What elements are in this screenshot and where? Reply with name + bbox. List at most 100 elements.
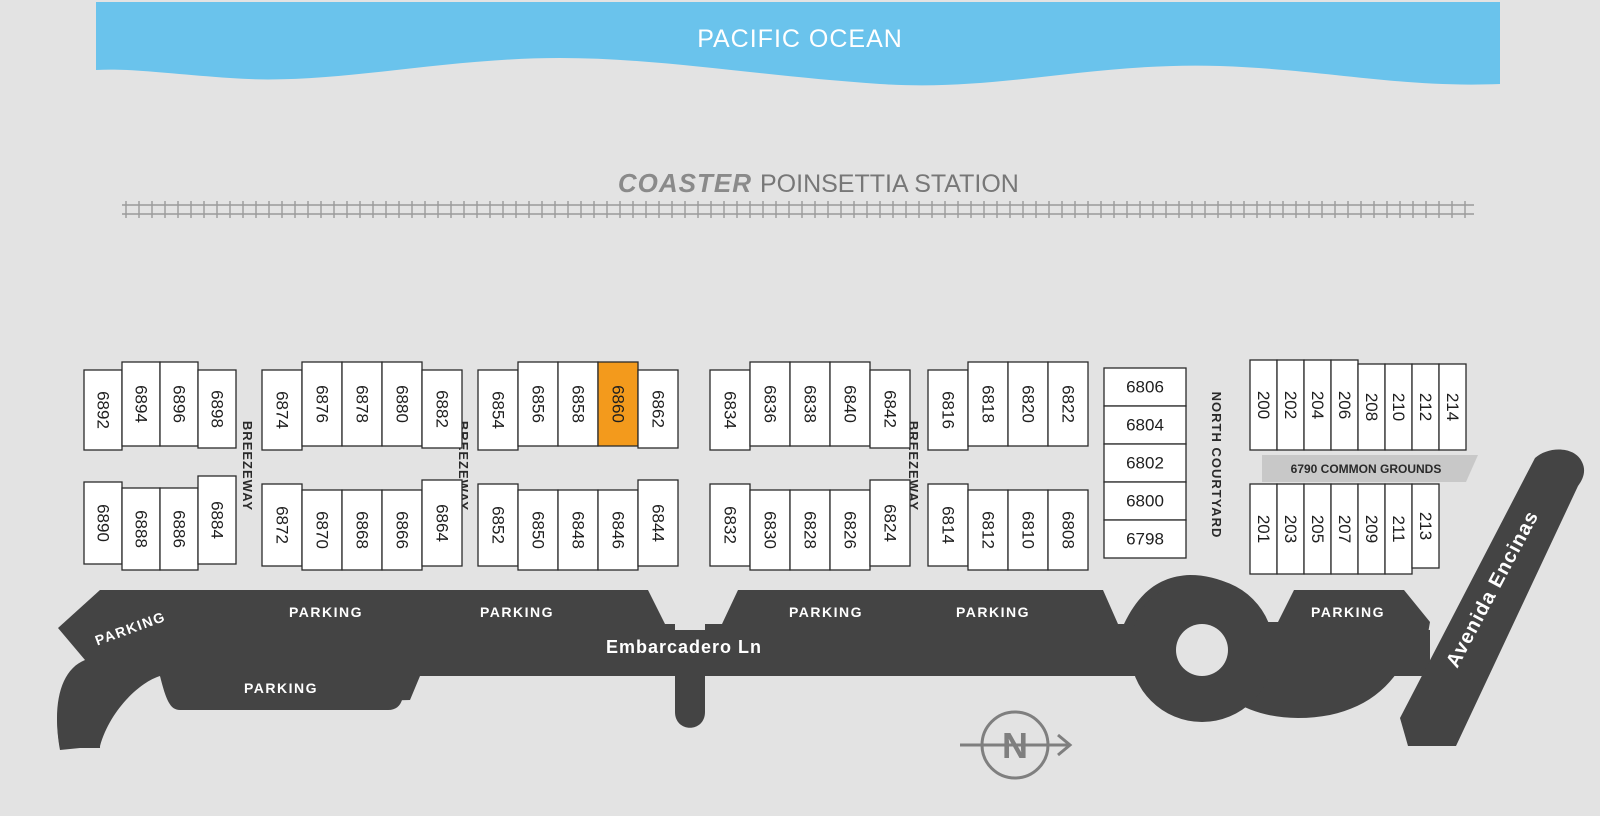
unit[interactable]: 211 <box>1384 483 1413 575</box>
unit-number: 6808 <box>1059 511 1078 549</box>
unit[interactable]: 208 <box>1357 363 1386 451</box>
unit[interactable]: 6832 <box>709 483 751 567</box>
unit[interactable]: 6814 <box>927 483 969 567</box>
unit[interactable]: 6826 <box>829 489 871 571</box>
unit[interactable]: 6886 <box>159 487 199 571</box>
unit-selected[interactable]: 6860 <box>597 361 639 447</box>
unit-number: 6884 <box>208 501 227 539</box>
unit-number: 200 <box>1254 391 1273 419</box>
unit[interactable]: 6880 <box>381 361 423 447</box>
unit[interactable]: 6822 <box>1047 361 1089 447</box>
unit[interactable]: 6810 <box>1007 489 1049 571</box>
unit-number: 204 <box>1308 391 1327 419</box>
unit[interactable]: 6842 <box>869 369 911 449</box>
unit[interactable]: 6806 <box>1103 367 1187 407</box>
unit[interactable]: 6828 <box>789 489 831 571</box>
unit[interactable]: 6898 <box>197 369 237 449</box>
unit[interactable]: 6850 <box>517 489 559 571</box>
unit[interactable]: 203 <box>1276 483 1305 575</box>
unit[interactable]: 6844 <box>637 479 679 567</box>
unit-shape <box>709 483 751 567</box>
parking-label: PARKING <box>956 604 1030 620</box>
unit[interactable]: 6876 <box>301 361 343 447</box>
unit[interactable]: 213 <box>1411 483 1440 569</box>
unit[interactable]: 214 <box>1438 363 1467 451</box>
unit[interactable]: 6804 <box>1103 405 1187 445</box>
unit[interactable]: 6870 <box>301 489 343 571</box>
unit-shape <box>967 361 1009 447</box>
coaster-logo-text: COASTER <box>618 168 752 198</box>
unit[interactable]: 6882 <box>421 369 463 449</box>
unit-shape <box>83 481 123 565</box>
unit[interactable]: 212 <box>1411 363 1440 451</box>
unit[interactable]: 6862 <box>637 369 679 449</box>
unit[interactable]: 6896 <box>159 361 199 447</box>
unit[interactable]: 6818 <box>967 361 1009 447</box>
unit[interactable]: 6812 <box>967 489 1009 571</box>
unit[interactable]: 6892 <box>83 369 123 451</box>
unit[interactable]: 6802 <box>1103 443 1187 483</box>
unit[interactable]: 200 <box>1249 359 1278 451</box>
north-label: N <box>1002 725 1028 766</box>
unit-shape <box>1103 519 1187 559</box>
unit[interactable]: 205 <box>1303 483 1332 575</box>
unit[interactable]: 210 <box>1384 363 1413 451</box>
unit-number: 6880 <box>393 385 412 423</box>
unit[interactable]: 6840 <box>829 361 871 447</box>
unit[interactable]: 202 <box>1276 359 1305 451</box>
unit-number: 6862 <box>649 390 668 428</box>
unit[interactable]: 6878 <box>341 361 383 447</box>
unit[interactable]: 207 <box>1330 483 1359 575</box>
unit-number: 6886 <box>170 510 189 548</box>
lower-parking-lot <box>160 676 410 710</box>
common-grounds-area <box>1262 455 1478 482</box>
unit-number: 202 <box>1281 391 1300 419</box>
unit[interactable]: 6808 <box>1047 489 1089 571</box>
unit[interactable]: 6856 <box>517 361 559 447</box>
unit-number: 6826 <box>841 511 860 549</box>
unit[interactable]: 6888 <box>121 487 161 571</box>
common-grounds-label: 6790 COMMON GROUNDS <box>1291 462 1442 476</box>
unit[interactable]: 204 <box>1303 359 1332 451</box>
unit[interactable]: 6858 <box>557 361 599 447</box>
unit[interactable]: 6874 <box>261 369 303 451</box>
unit[interactable]: 206 <box>1330 359 1359 451</box>
unit[interactable]: 6836 <box>749 361 791 447</box>
unit-number: 6894 <box>132 385 151 423</box>
unit[interactable]: 6872 <box>261 483 303 567</box>
unit-number: 6844 <box>649 504 668 542</box>
unit[interactable]: 6798 <box>1103 519 1187 559</box>
unit[interactable]: 6830 <box>749 489 791 571</box>
unit[interactable]: 6868 <box>341 489 383 571</box>
unit-shape <box>1438 363 1467 451</box>
unit[interactable]: 6884 <box>197 475 237 565</box>
unit[interactable]: 209 <box>1357 483 1386 575</box>
unit[interactable]: 6894 <box>121 361 161 447</box>
unit-shape <box>197 369 237 449</box>
unit[interactable]: 6854 <box>477 369 519 451</box>
unit-number: 6830 <box>761 511 780 549</box>
unit[interactable]: 6834 <box>709 369 751 451</box>
unit[interactable]: 6864 <box>421 479 463 567</box>
unit-number: 201 <box>1254 515 1273 543</box>
unit-shape <box>927 483 969 567</box>
unit[interactable]: 6838 <box>789 361 831 447</box>
unit-shape <box>301 489 343 571</box>
unit[interactable]: 6866 <box>381 489 423 571</box>
unit[interactable]: 6846 <box>597 489 639 571</box>
unit[interactable]: 6824 <box>869 479 911 567</box>
unit[interactable]: 6890 <box>83 481 123 565</box>
unit[interactable]: 6820 <box>1007 361 1049 447</box>
unit[interactable]: 6852 <box>477 483 519 567</box>
unit[interactable]: 6800 <box>1103 481 1187 521</box>
unit-number: 6810 <box>1019 511 1038 549</box>
unit-number: 207 <box>1335 515 1354 543</box>
unit[interactable]: 201 <box>1249 483 1278 575</box>
unit-shape <box>1384 363 1413 451</box>
unit-number: 6892 <box>94 391 113 429</box>
unit[interactable]: 6816 <box>927 369 969 451</box>
north-compass-icon <box>960 710 1073 780</box>
unit-number: 213 <box>1416 512 1435 540</box>
unit[interactable]: 6848 <box>557 489 599 571</box>
